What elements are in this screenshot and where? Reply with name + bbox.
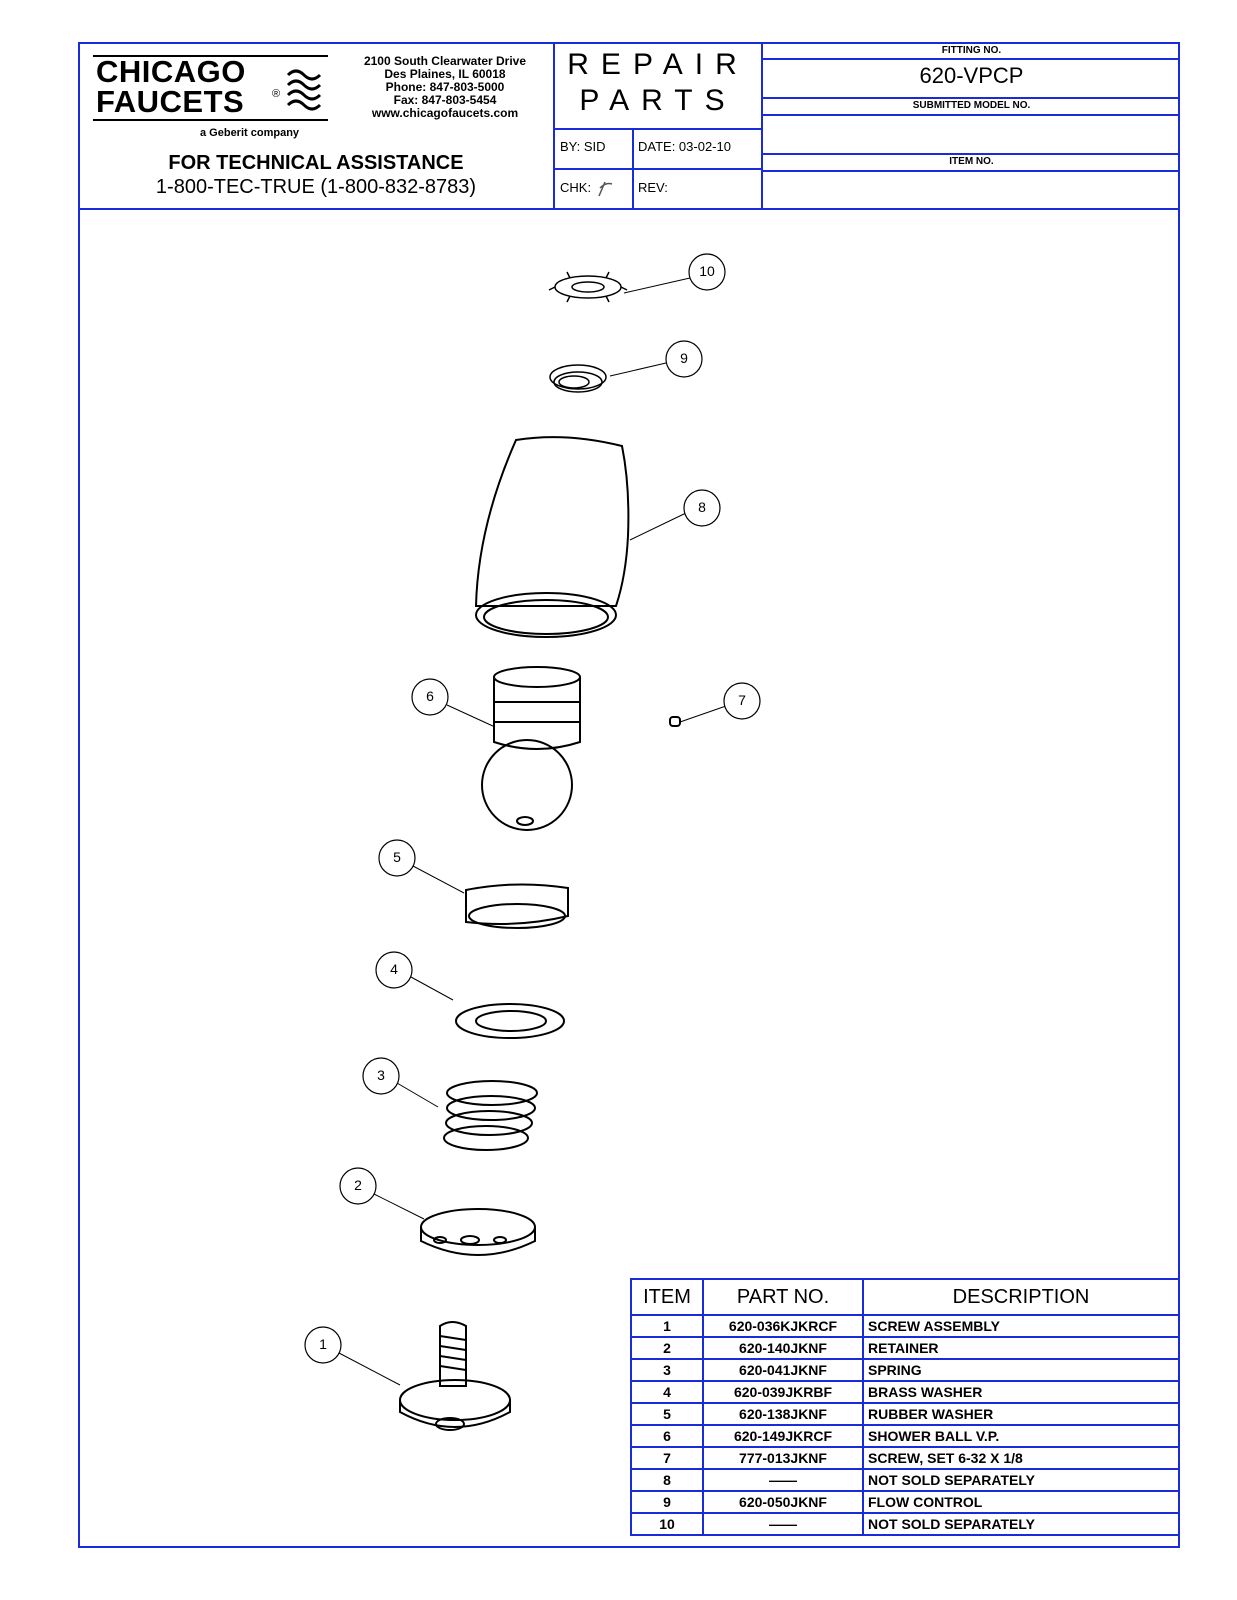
parts-table-header: ITEM PART NO. DESCRIPTION	[630, 1278, 1180, 1316]
callout-10: 10	[699, 263, 715, 279]
title-line1: REPAIR	[567, 48, 749, 81]
submitted-rule-2	[761, 153, 1180, 155]
item-cell: 1	[630, 1314, 704, 1338]
callout-2: 2	[354, 1177, 362, 1193]
description-cell: NOT SOLD SEPARATELY	[862, 1512, 1180, 1536]
submitted-label: SUBMITTED MODEL NO.	[912, 100, 1031, 111]
address-phone: Phone: 847-803-5000	[385, 80, 505, 94]
checked-by: CHK:	[560, 180, 592, 195]
description-cell: FLOW CONTROL	[862, 1490, 1180, 1514]
header-divider-2	[761, 42, 763, 208]
description-cell: NOT SOLD SEPARATELY	[862, 1468, 1180, 1492]
itemno-label: ITEM NO.	[949, 156, 994, 167]
header-item: ITEM	[630, 1278, 704, 1316]
callout-4: 4	[390, 961, 398, 977]
itemno-rule	[761, 170, 1180, 172]
part-no-cell: ——	[702, 1468, 864, 1492]
drawing-date: DATE: 03-02-10	[638, 139, 731, 154]
item-cell: 8	[630, 1468, 704, 1492]
item-cell: 5	[630, 1402, 704, 1426]
brand-tagline: a Geberit company	[200, 127, 300, 139]
item-cell: 9	[630, 1490, 704, 1514]
description-cell: SHOWER BALL V.P.	[862, 1424, 1180, 1448]
fitting-number: 620-VPCP	[919, 63, 1024, 88]
table-row: 10——NOT SOLD SEPARATELY	[630, 1512, 1180, 1536]
header-bottom-rule	[78, 208, 1180, 210]
part-no-cell: 620-036KJKRCF	[702, 1314, 864, 1338]
part-no-cell: 620-149JKRCF	[702, 1424, 864, 1448]
item-cell: 7	[630, 1446, 704, 1470]
header-description: DESCRIPTION	[862, 1278, 1180, 1316]
title-rule	[553, 128, 761, 130]
description-cell: SCREW, SET 6-32 X 1/8	[862, 1446, 1180, 1470]
fitting-label: FITTING NO.	[941, 45, 1002, 56]
part-no-cell: ——	[702, 1512, 864, 1536]
callout-6: 6	[426, 688, 434, 704]
part-no-cell: 620-140JKNF	[702, 1336, 864, 1360]
submitted-rule	[761, 114, 1180, 116]
part-no-cell: 620-138JKNF	[702, 1402, 864, 1426]
meta-rule	[553, 168, 761, 170]
part-no-cell: 620-039JKRBF	[702, 1380, 864, 1404]
part-no-cell: 620-050JKNF	[702, 1490, 864, 1514]
fitting-rule-2	[761, 97, 1180, 99]
assistance-heading: FOR TECHNICAL ASSISTANCE	[168, 152, 464, 174]
part-no-cell: 777-013JKNF	[702, 1446, 864, 1470]
address-block: 2100 South Clearwater Drive Des Plaines,…	[340, 55, 550, 120]
fitting-rule-1	[761, 58, 1180, 60]
description-cell: RUBBER WASHER	[862, 1402, 1180, 1426]
part-no-cell: 620-041JKNF	[702, 1358, 864, 1382]
description-cell: RETAINER	[862, 1336, 1180, 1360]
title-line2: PARTS	[579, 84, 737, 117]
drawn-by: BY: SID	[560, 139, 606, 154]
description-cell: SPRING	[862, 1358, 1180, 1382]
revision: REV:	[638, 180, 668, 195]
callout-1: 1	[319, 1336, 327, 1352]
address-city: Des Plaines, IL 60018	[384, 67, 506, 81]
address-fax: Fax: 847-803-5454	[393, 93, 497, 107]
logo-top-rule	[93, 55, 328, 57]
address-web: www.chicagofaucets.com	[371, 106, 519, 120]
callout-8: 8	[698, 499, 706, 515]
callout-7: 7	[738, 692, 746, 708]
callout-3: 3	[377, 1067, 385, 1083]
description-cell: SCREW ASSEMBLY	[862, 1314, 1180, 1338]
header-part-no: PART NO.	[702, 1278, 864, 1316]
brand-line1: CHICAGO	[96, 54, 246, 89]
callout-9: 9	[680, 350, 688, 366]
address-street: 2100 South Clearwater Drive	[363, 54, 527, 68]
item-cell: 6	[630, 1424, 704, 1448]
header-divider-1	[553, 42, 555, 208]
item-cell: 3	[630, 1358, 704, 1382]
callout-5: 5	[393, 849, 401, 865]
assistance-phone: 1-800-TEC-TRUE (1-800-832-8783)	[155, 176, 477, 198]
description-cell: BRASS WASHER	[862, 1380, 1180, 1404]
page-frame	[78, 42, 1180, 1548]
registered-mark: ®	[272, 88, 281, 100]
item-cell: 4	[630, 1380, 704, 1404]
brand-line2: FAUCETS	[96, 84, 245, 119]
item-cell: 2	[630, 1336, 704, 1360]
item-cell: 10	[630, 1512, 704, 1536]
table-row: 8——NOT SOLD SEPARATELY	[630, 1468, 1180, 1492]
